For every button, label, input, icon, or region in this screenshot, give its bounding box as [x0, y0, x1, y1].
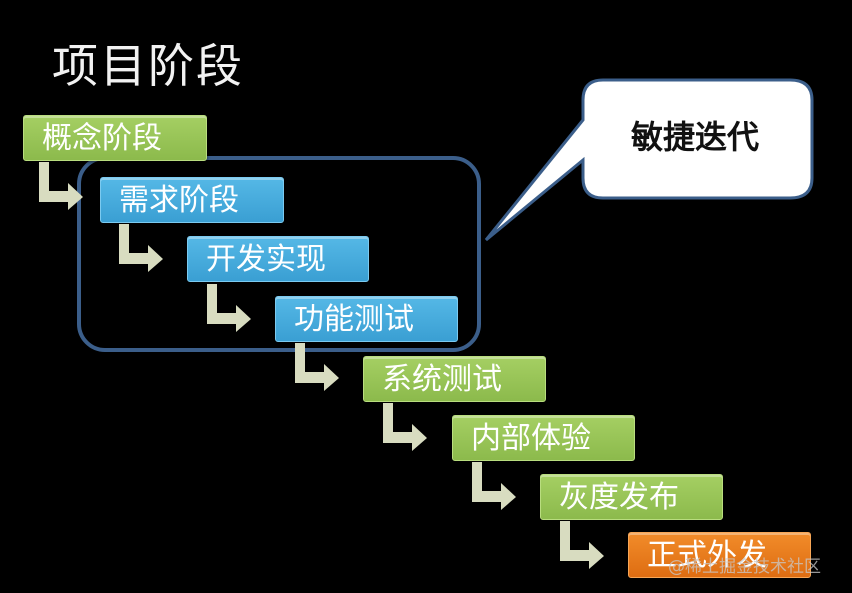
step-official-release: 正式外发 — [628, 532, 811, 578]
step-system-test: 系统测试 — [363, 356, 546, 402]
elbow-arrow-icon — [383, 403, 427, 451]
elbow-arrow-icon — [39, 162, 83, 210]
watermark: @稀土掘金技术社区 — [668, 557, 821, 577]
elbow-arrow-icon — [295, 343, 339, 391]
elbow-arrow-icon — [207, 284, 251, 332]
step-internal-trial: 内部体验 — [452, 415, 635, 461]
elbow-arrow-icon — [560, 521, 604, 569]
agile-group-outline — [77, 156, 481, 352]
step-concept: 概念阶段 — [23, 115, 207, 161]
elbow-arrow-icon — [119, 224, 163, 272]
page-title: 项目阶段 — [52, 39, 244, 93]
step-requirements: 需求阶段 — [100, 177, 284, 223]
step-development: 开发实现 — [187, 236, 369, 282]
step-function-test: 功能测试 — [275, 296, 458, 342]
elbow-arrow-icon — [472, 462, 516, 510]
callout-label: 敏捷迭代 — [630, 118, 759, 156]
step-gray-release: 灰度发布 — [540, 474, 723, 520]
